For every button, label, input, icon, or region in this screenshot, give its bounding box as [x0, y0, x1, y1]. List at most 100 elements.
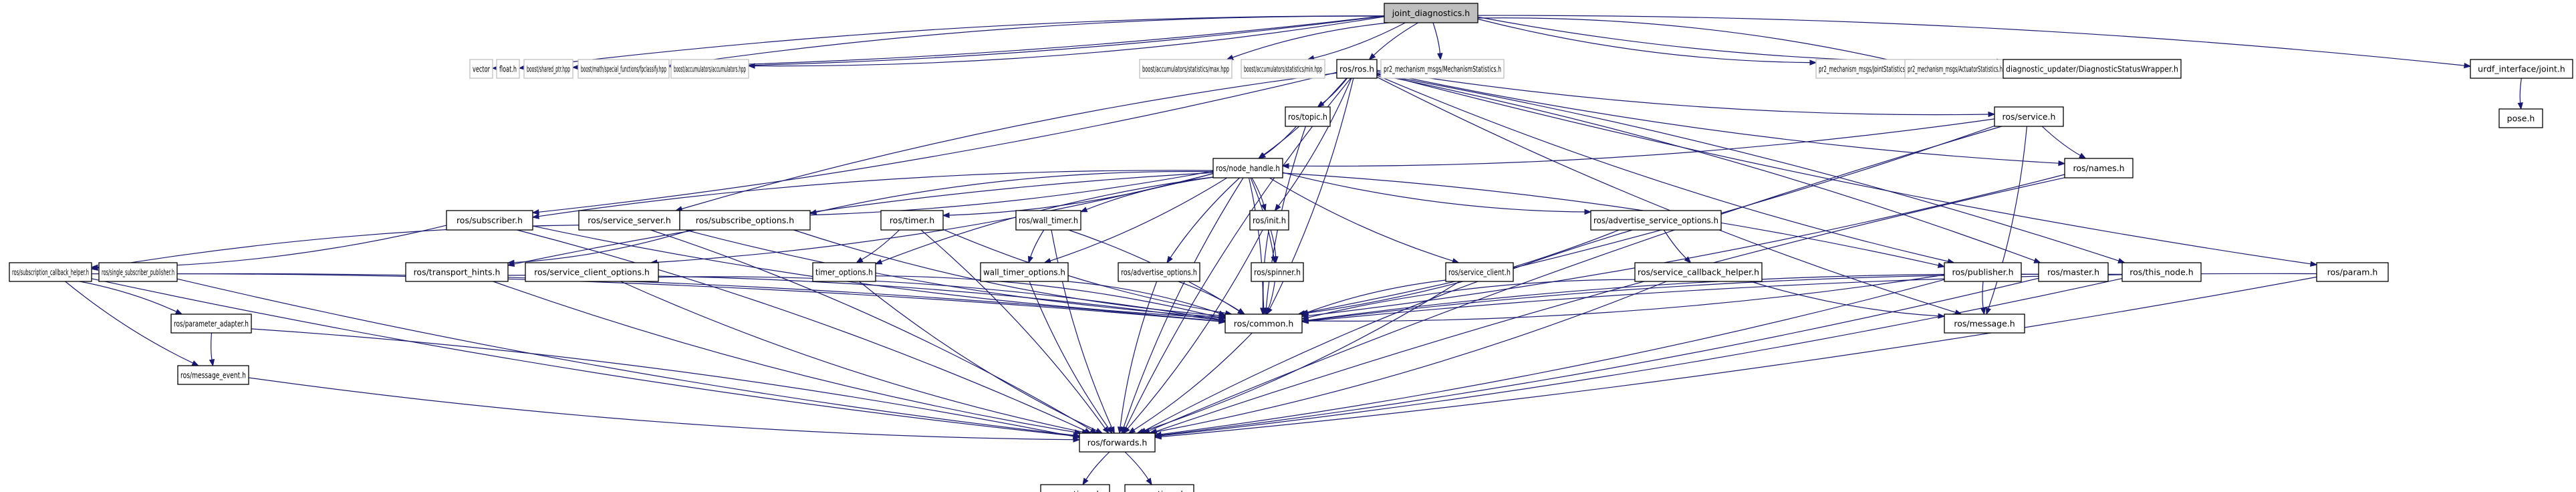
node-param-adapter[interactable]: ros/parameter_adapter.h: [170, 314, 252, 334]
node-label: pr2_mechanism_msgs/MechanismStatistics.h: [1384, 64, 1501, 74]
node-label: exceptions.h: [1049, 489, 1102, 492]
node-adv-srv-opts[interactable]: ros/advertise_service_options.h: [1590, 210, 1722, 231]
edge-node_handle-to-subscribe_options: [815, 170, 1214, 213]
node-box: [577, 59, 670, 79]
node-subscribe-options[interactable]: ros/subscribe_options.h: [679, 210, 811, 231]
node-ros[interactable]: ros/ros.h: [1336, 59, 1378, 79]
node-box: [1212, 158, 1283, 178]
node-label: diagnostic_updater/DiagnosticStatusWrapp…: [2006, 64, 2178, 74]
arrowhead-node_handle-to-wall_timer: [1079, 207, 1088, 213]
node-box: [2470, 59, 2573, 79]
node-param[interactable]: ros/param.h: [2316, 262, 2389, 282]
arrowhead-publisher-to-message: [1980, 308, 1986, 316]
edge-sub_cb_helper-to-forwards: [91, 278, 1074, 437]
node-master[interactable]: ros/master.h: [2038, 262, 2109, 282]
edge-ros-to-this_node: [1376, 74, 2119, 261]
node-transport-hints[interactable]: ros/transport_hints.h: [405, 262, 509, 282]
node-wall-timer-options[interactable]: wall_timer_options.h: [980, 262, 1069, 282]
edge-root-to-ros: [1373, 22, 1419, 56]
arrowhead-ros-to-param: [2310, 261, 2318, 267]
edge-ros-to-service_server: [681, 72, 1337, 210]
node-box: [2064, 158, 2134, 178]
node-shared-ptr[interactable]: boost/shared_ptr.hpp: [523, 59, 573, 79]
node-box: [2003, 59, 2182, 79]
node-names[interactable]: ros/names.h: [2064, 158, 2134, 178]
node-publisher[interactable]: ros/publisher.h: [1944, 262, 2022, 282]
node-init[interactable]: ros/init.h: [1249, 210, 1289, 231]
node-label: timer_options.h: [815, 267, 873, 277]
node-service-server[interactable]: ros/service_server.h: [578, 210, 680, 231]
node-subscriber[interactable]: ros/subscriber.h: [446, 210, 533, 231]
arrowhead-root-to-max: [1226, 54, 1234, 60]
node-exceptions2[interactable]: exceptions.h: [1124, 484, 1194, 492]
node-float[interactable]: float.h: [496, 59, 520, 79]
node-label: boost/accumulators/statistics/max.hpp: [1142, 64, 1229, 74]
edge-root-to-jointstats: [1477, 18, 1811, 64]
edge-param_adapter-to-message_event: [211, 332, 213, 360]
edge-srv_client_opts-to-common: [658, 276, 1220, 320]
edge-service-to-node_handle: [1288, 118, 1995, 167]
arrowhead-timer_options-to-forwards: [1095, 428, 1104, 434]
edge-urdfjoint-to-pose: [2519, 78, 2522, 104]
node-root[interactable]: joint_diagnostics.h: [1384, 3, 1478, 23]
edge-this_node-to-forwards: [1160, 278, 2123, 437]
node-this-node[interactable]: ros/this_node.h: [2121, 262, 2202, 282]
node-fpclassify[interactable]: boost/math/special_functions/fpclassify.…: [577, 59, 670, 79]
arrowhead-urdfjoint-to-pose: [2517, 102, 2523, 110]
node-service[interactable]: ros/service.h: [1994, 106, 2064, 127]
node-vector[interactable]: vector: [469, 59, 493, 79]
arrowhead-root-to-jointstats: [1809, 59, 1817, 66]
node-exceptions1[interactable]: exceptions.h: [1040, 484, 1110, 492]
node-label: ros/publisher.h: [1952, 267, 2014, 277]
node-max[interactable]: boost/accumulators/statistics/max.hpp: [1139, 59, 1233, 79]
node-service-client[interactable]: ros/service_client.h: [1445, 262, 1514, 282]
node-min[interactable]: boost/accumulators/statistics/min.hpp: [1241, 59, 1325, 79]
node-sub-cb-helper[interactable]: ros/subscription_callback_helper.h: [9, 262, 92, 282]
edge-subscribe_options-to-sub_cb_helper: [97, 224, 680, 269]
node-label: ros/param.h: [2327, 267, 2378, 277]
edge-service_client-to-common: [1307, 279, 1446, 313]
node-dsw[interactable]: diagnostic_updater/DiagnosticStatusWrapp…: [2003, 59, 2182, 79]
arrowhead-ros-to-names: [2058, 160, 2066, 166]
arrowhead-node_handle-to-timer: [942, 212, 950, 219]
node-topic[interactable]: ros/topic.h: [1285, 106, 1331, 127]
node-box: [177, 365, 249, 385]
arrowhead-root-to-accumulators: [747, 63, 755, 69]
node-urdfjoint[interactable]: urdf_interface/joint.h: [2470, 59, 2573, 79]
edge-names-to-common: [1307, 174, 2065, 316]
arrowhead-adv_opts-to-common: [1237, 308, 1246, 315]
node-box: [1285, 106, 1331, 127]
node-spinner[interactable]: ros/spinner.h: [1251, 262, 1304, 282]
node-actstats[interactable]: pr2_mechanism_msgs/ActuatorStatistics.h: [1904, 59, 2006, 79]
edge-node_handle-to-init: [1251, 177, 1265, 205]
node-adv-opts[interactable]: ros/advertise_options.h: [1118, 262, 1200, 282]
node-mechstats[interactable]: pr2_mechanism_msgs/MechanismStatistics.h: [1380, 59, 1505, 79]
arrowhead-adv_opts-to-forwards: [1117, 426, 1124, 435]
node-common[interactable]: ros/common.h: [1225, 314, 1303, 334]
node-message-event[interactable]: ros/message_event.h: [177, 365, 249, 385]
node-pose[interactable]: pose.h: [2498, 108, 2543, 128]
node-forwards[interactable]: ros/forwards.h: [1079, 433, 1156, 453]
node-wall-timer[interactable]: ros/wall_timer.h: [1015, 210, 1081, 231]
node-srv-cb-helper[interactable]: ros/service_callback_helper.h: [1634, 262, 1763, 282]
arrowhead-ros-to-init: [1274, 203, 1281, 212]
node-label: ros/master.h: [2047, 267, 2099, 277]
node-jointstats[interactable]: pr2_mechanism_msgs/JointStatistics.h: [1815, 59, 1913, 79]
node-label: ros/names.h: [2073, 163, 2124, 173]
arrowhead-node_handle-to-timer_options: [874, 259, 883, 265]
node-accumulators[interactable]: boost/accumulators/accumulators.hpp: [670, 59, 749, 79]
edge-single_sub_pub-to-forwards: [176, 278, 1074, 436]
node-timer-options[interactable]: timer_options.h: [812, 262, 876, 282]
edge-subscribe_options-to-transport_hints: [513, 229, 692, 263]
arrowhead-wall_timer_options-to-common: [1218, 310, 1227, 316]
node-box: [1944, 262, 2022, 282]
edge-node_handle-to-timer: [948, 173, 1214, 216]
node-box: [1384, 3, 1478, 23]
node-message[interactable]: ros/message.h: [1944, 314, 2025, 334]
node-srv-client-opts[interactable]: ros/service_client_options.h: [525, 262, 659, 282]
node-label: ros/advertise_service_options.h: [1593, 215, 1718, 225]
node-timer[interactable]: ros/timer.h: [880, 210, 944, 231]
node-node-handle[interactable]: ros/node_handle.h: [1212, 158, 1283, 178]
node-single-sub-pub[interactable]: ros/single_subscriber_publisher.h: [98, 262, 178, 282]
